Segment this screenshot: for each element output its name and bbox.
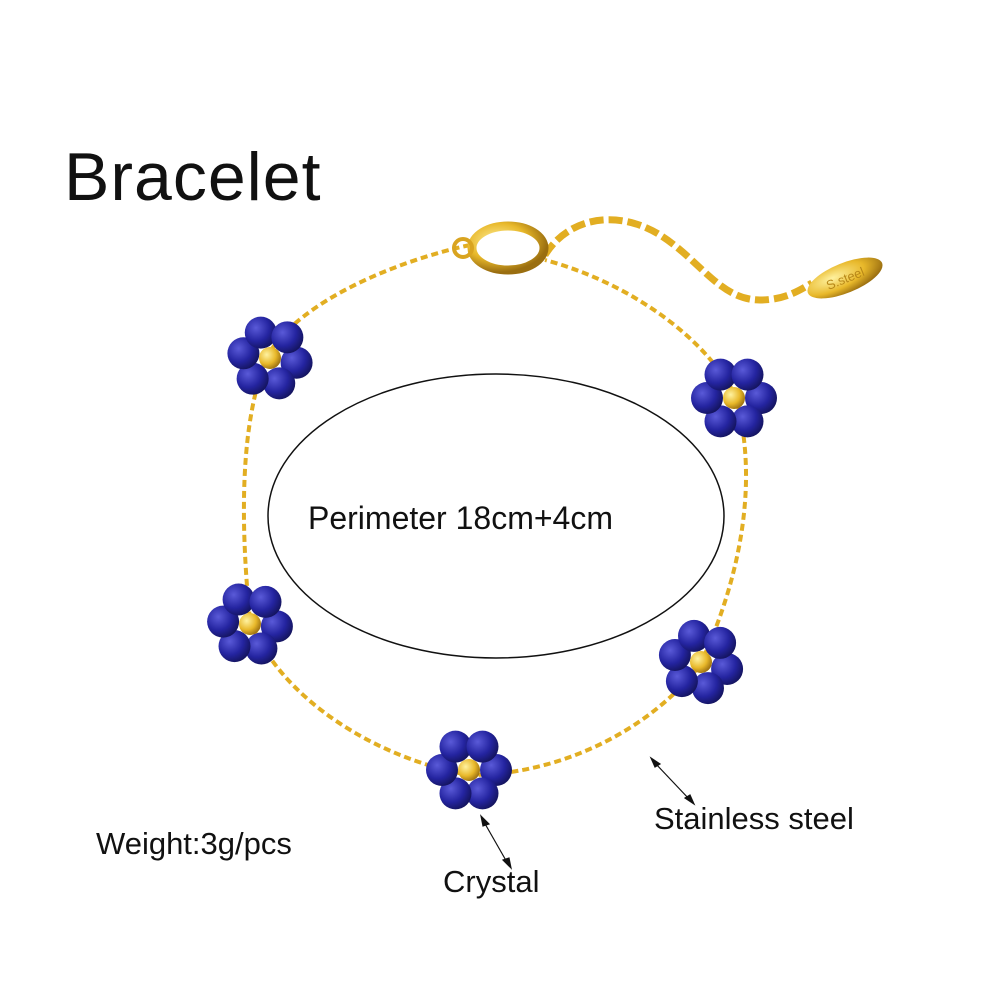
crystal-bead <box>426 754 458 786</box>
crystal-bead <box>263 367 296 400</box>
gold-center-bead <box>723 387 745 409</box>
crystal-bead <box>245 632 278 665</box>
flower-charm <box>691 358 777 438</box>
crystal-bead <box>691 382 723 414</box>
crystal-bead <box>665 665 698 698</box>
crystal-bead <box>466 730 499 763</box>
crystal-bead <box>704 405 737 438</box>
lobster-clasp <box>452 221 549 275</box>
flower-charm <box>426 730 512 810</box>
annotation-arrows <box>480 756 696 870</box>
crystal-bead <box>731 358 764 391</box>
gold-center-bead <box>239 613 261 635</box>
gold-center-bead <box>690 651 712 673</box>
gold-center-bead <box>458 759 480 781</box>
crystal-bead <box>745 382 777 414</box>
weight-label: Weight:3g/pcs <box>96 826 292 861</box>
crystal-bead <box>236 362 269 395</box>
crystal-bead <box>704 626 737 659</box>
flower-charm <box>658 619 744 705</box>
tag: S.steel <box>807 257 883 299</box>
crystal-bead <box>244 316 277 349</box>
crystal-bead <box>222 583 255 616</box>
crystal-bead <box>439 777 472 810</box>
crystal-label: Crystal <box>443 864 540 899</box>
crystal-bead <box>466 777 499 810</box>
crystal-bead <box>218 630 251 663</box>
crystal-bead <box>271 321 304 354</box>
gold-center-bead <box>259 347 281 369</box>
crystal-bead <box>704 358 737 391</box>
crystal-bead <box>439 730 472 763</box>
page-title: Bracelet <box>64 139 322 215</box>
crystal-bead <box>249 585 282 618</box>
flower-charm <box>207 583 293 665</box>
perimeter-label: Perimeter 18cm+4cm <box>308 500 613 536</box>
crystal-bead <box>480 754 512 786</box>
extension-chain <box>542 216 814 304</box>
stainless-steel-label: Stainless steel <box>654 801 854 836</box>
flower-charm <box>227 316 313 400</box>
crystal-bead <box>731 405 764 438</box>
perimeter-ellipse <box>267 373 725 659</box>
crystal-bead <box>678 619 711 652</box>
crystal-bead <box>691 672 724 705</box>
